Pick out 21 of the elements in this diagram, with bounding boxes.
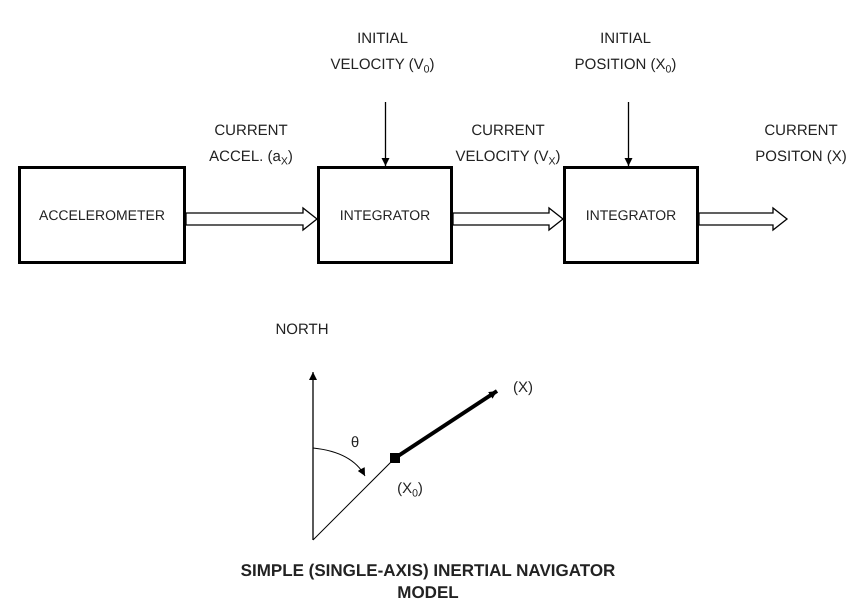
process-box (563, 166, 699, 264)
edge-label: CURRENT ACCEL. (a$_{X}$) (208, 121, 294, 170)
arrow (185, 206, 318, 232)
node-text: INTEGRATOR (340, 206, 430, 224)
point-label: (X) (512, 378, 534, 398)
node-text: INITIAL VELOCITY (V$_{0}$) (330, 29, 436, 78)
edge-label: CURRENT VELOCITY (V$_{X}$) (454, 121, 562, 170)
process-box (317, 166, 453, 264)
angle-label: θ (350, 433, 360, 453)
arrow (382, 102, 390, 166)
node-text: INTEGRATOR (586, 206, 676, 224)
caption: SIMPLE (SINGLE-AXIS) INERTIAL NAVIGATOR MODEL (240, 560, 616, 604)
point-label: (X$_{0}$) (396, 479, 424, 502)
arrow (452, 206, 564, 232)
node-text: ACCELEROMETER (38, 206, 166, 224)
direction-label: NORTH (274, 320, 330, 340)
arrow (624, 102, 632, 166)
process-box (18, 166, 186, 264)
node-text: INITIAL POSITION (X$_{0}$) (574, 29, 678, 78)
edge-label: CURRENT POSITON (X) (754, 121, 848, 167)
arrow (698, 206, 788, 232)
